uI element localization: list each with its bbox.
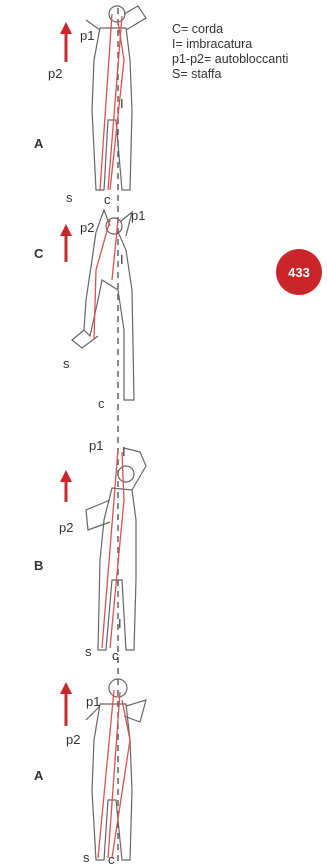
stage-letter-c: C <box>34 246 44 261</box>
up-arrow-4 <box>60 682 72 726</box>
label-i-lower: I <box>118 616 122 631</box>
label-s: s <box>83 850 90 865</box>
label-c: c <box>112 648 119 663</box>
up-arrow-1 <box>60 22 72 62</box>
climber-figure-2 <box>72 210 134 400</box>
label-s: s <box>66 190 73 205</box>
label-c: c <box>108 852 115 866</box>
label-p1: p1 <box>86 694 100 709</box>
label-p2: p2 <box>59 520 73 535</box>
label-p2: p2 <box>66 732 80 747</box>
up-arrow-2 <box>60 224 72 262</box>
label-p1: p1 <box>89 438 103 453</box>
label-c: c <box>104 192 111 207</box>
panel-2: p2 p1 I C s c <box>34 208 145 411</box>
up-arrow-3 <box>60 470 72 502</box>
panel-1: p1 p2 I A c s <box>34 6 146 207</box>
label-p1: p1 <box>80 28 94 43</box>
label-i: I <box>120 96 124 111</box>
label-i: I <box>120 252 124 267</box>
label-s: s <box>63 356 70 371</box>
label-p2: p2 <box>48 66 62 81</box>
label-s: s <box>85 644 92 659</box>
rope-strands-4 <box>98 690 130 858</box>
label-i: I <box>122 444 126 459</box>
label-p1: p1 <box>131 208 145 223</box>
panel-4: p1 p2 A s c <box>34 679 146 866</box>
stage-letter-a-bottom: A <box>34 768 44 783</box>
rope-strands-2 <box>94 220 118 340</box>
label-p2: p2 <box>80 220 94 235</box>
panel-3: p1 I p2 B I s c <box>34 438 146 663</box>
label-c: c <box>98 396 105 411</box>
stage-letter-b: B <box>34 558 43 573</box>
stage-letter-a: A <box>34 136 44 151</box>
